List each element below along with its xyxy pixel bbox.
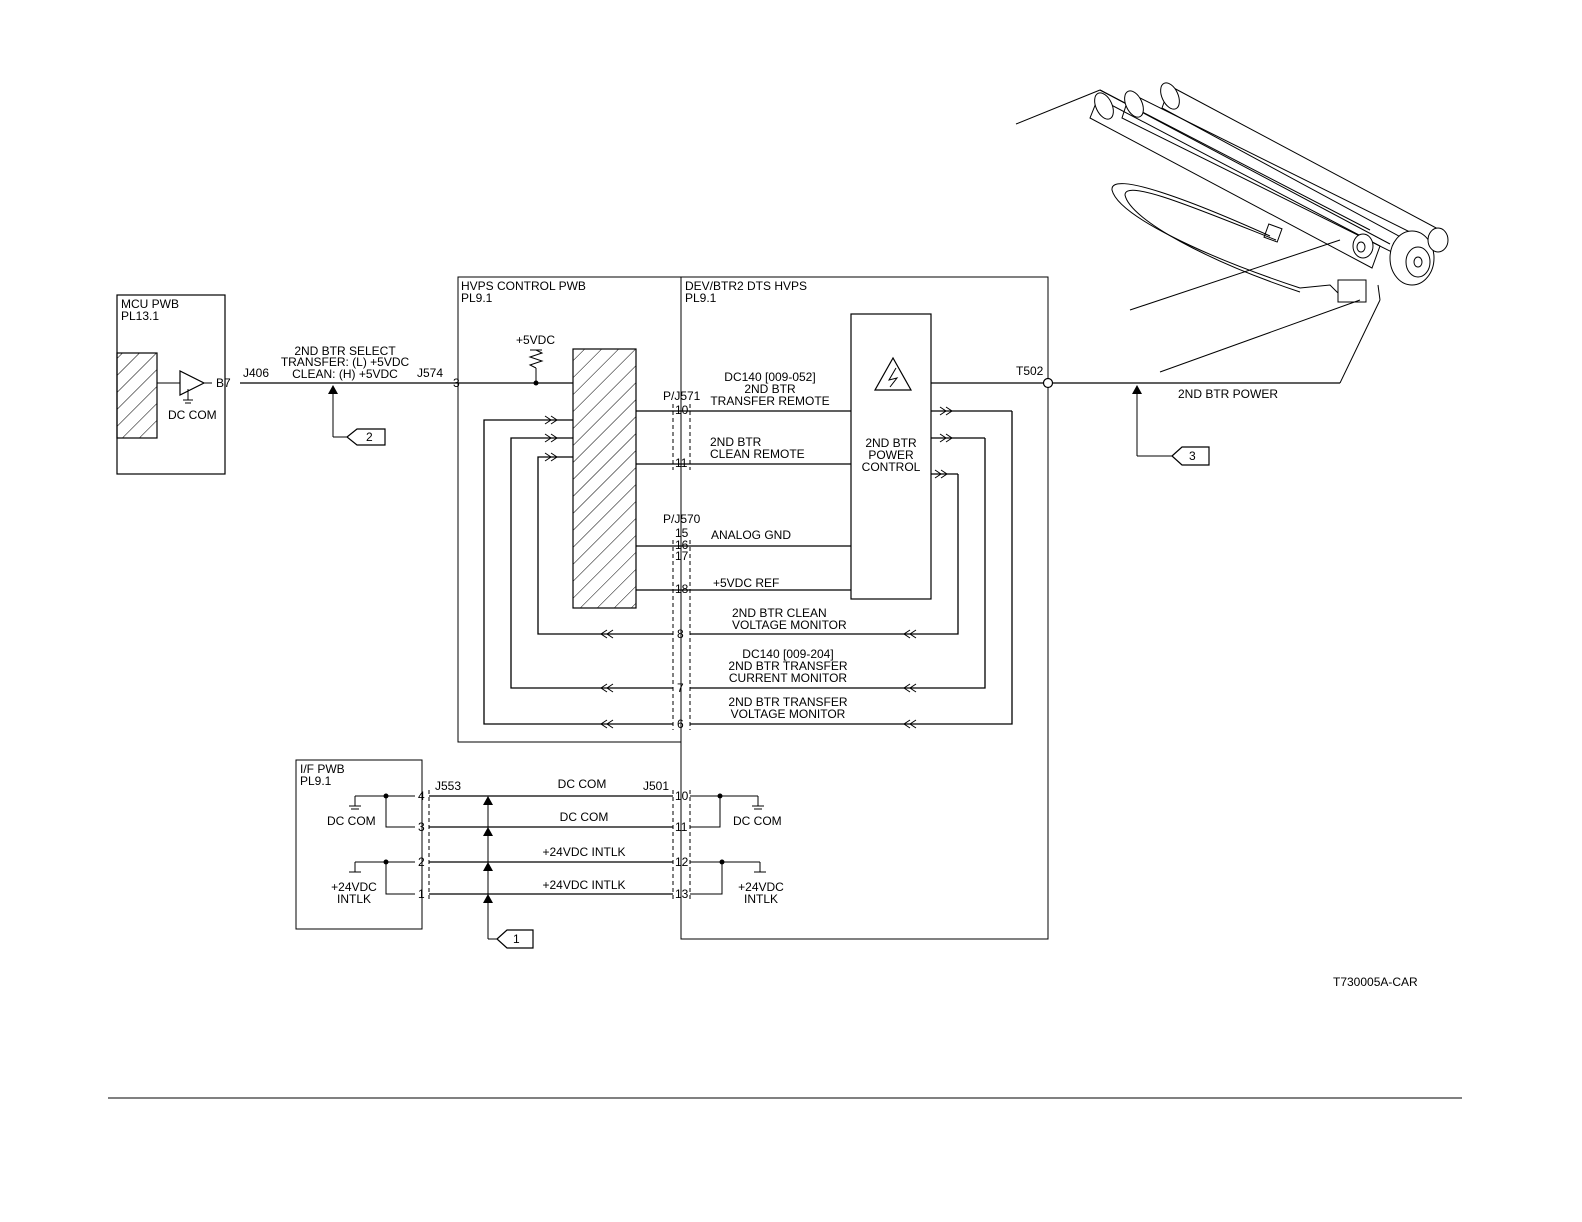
dev-pin-12: 12 [675,855,689,869]
flag-1-label: 1 [513,932,520,946]
power-control-l1: 2ND BTR [865,436,917,450]
dev-pin-13: 13 [675,887,689,901]
if-pwb-pl: PL9.1 [300,774,332,788]
if-intlk-label-1: +24VDC [331,880,377,894]
test-flag-3: 3 [1132,385,1210,466]
dev-hvps: DEV/BTR2 DTS HVPS PL9.1 2ND BTR POWER CO… [680,276,1049,940]
flag-3-label: 3 [1189,449,1196,463]
pin-7: 7 [677,681,684,695]
analog-gnd-label: ANALOG GND [711,528,791,542]
if-pin-4: 4 [418,789,425,803]
if-signal-4: +24VDC INTLK [542,878,625,892]
dev-intlk-label-2: INTLK [744,892,778,906]
remote-label-2: TRANSFER REMOTE [710,394,829,408]
pin-10: 10 [675,403,689,417]
power-control-l3: CONTROL [862,460,921,474]
clean-remote-l2: CLEAN REMOTE [710,447,805,461]
pin-15: 15 [675,526,689,540]
if-pwb: I/F PWB PL9.1 DC COM +24VDC INTLK [295,759,423,930]
conn-j553: J553 [435,779,461,793]
if-signal-1: DC COM [558,777,607,791]
conn-j501: J501 [643,779,669,793]
conn-t502: T502 [1016,364,1044,378]
dev-ground-label: DC COM [733,814,782,828]
power-control-l2: POWER [868,448,914,462]
dev-intlk-label-1: +24VDC [738,880,784,894]
dev-ground-block: DC COM +24VDC INTLK [690,793,784,906]
buffer-icon [179,370,206,396]
vcc-label: +5VDC [516,333,555,347]
dev-hvps-title: DEV/BTR2 DTS HVPS [685,279,807,293]
pin-8: 8 [677,627,684,641]
pin-18: 18 [675,582,689,596]
voltage-monitor-l2: VOLTAGE MONITOR [731,707,846,721]
chevron-icons [544,406,953,729]
current-monitor-l2: CURRENT MONITOR [729,671,848,685]
clean-monitor-l1: 2ND BTR CLEAN [732,606,827,620]
conn-pj570: P/J570 [663,512,701,526]
mcu-pwb-title: MCU PWB [121,297,179,311]
clean-remote-l1: 2ND BTR [710,435,762,449]
select-label-3: CLEAN: (H) +5VDC [292,367,398,381]
ref-label: +5VDC REF [713,576,779,590]
if-signal-3: +24VDC INTLK [542,845,625,859]
test-flag-2: 2 [328,385,386,446]
j574-pin: 3 [453,376,460,390]
btr-power-label: 2ND BTR POWER [1178,387,1278,401]
test-flag-1: 1 [483,796,534,949]
current-code: DC140 [009-204] [742,647,833,661]
current-monitor-l1: 2ND BTR TRANSFER [728,659,847,673]
select-label-2: TRANSFER: (L) +5VDC [281,355,410,369]
if-pin-1: 1 [418,887,425,901]
hvps-control-pwb: HVPS CONTROL PWB PL9.1 +5VDC [457,276,681,743]
clean-monitor-l2: VOLTAGE MONITOR [732,618,847,632]
voltage-monitor-l1: 2ND BTR TRANSFER [728,695,847,709]
if-pwb-title: I/F PWB [300,762,345,776]
mcu-pwb: MCU PWB PL13.1 DC COM B7 [116,294,231,475]
hvps-control-pl: PL9.1 [461,291,493,305]
conn-pj571: P/J571 [663,389,701,403]
remote-label-1: 2ND BTR [744,382,796,396]
arrow-up-icon [328,385,338,394]
hvps-control-title: HVPS CONTROL PWB [461,279,586,293]
if-pin-2: 2 [418,855,425,869]
pin-16: 16 [675,538,689,552]
if-signal-2: DC COM [560,810,609,824]
btr-roller-illustration [1015,82,1449,384]
pullup-resistor-icon [528,349,544,369]
figure-id: T730005A-CAR [1333,975,1418,989]
conn-j406: J406 [243,366,269,380]
pin-11: 11 [675,456,688,470]
if-ground-label: DC COM [327,814,376,828]
mcu-pwb-pl: PL13.1 [121,309,159,323]
hvps-hatched-block [572,348,637,609]
mcu-hatched-block [116,352,158,439]
if-intlk-label-2: INTLK [337,892,371,906]
dev-hvps-pl: PL9.1 [685,291,717,305]
pin-17: 17 [675,549,689,563]
arrow-up-icon [1132,385,1142,394]
dev-pin-10: 10 [675,789,689,803]
if-pin-3: 3 [418,820,425,834]
mcu-pin-b7: B7 [216,376,231,390]
pin-6: 6 [677,717,684,731]
mcu-ground-label: DC COM [168,408,217,422]
select-label-1: 2ND BTR SELECT [294,344,396,358]
conn-j574: J574 [417,366,443,380]
dev-pin-11: 11 [675,820,688,834]
remote-code: DC140 [009-052] [724,370,815,384]
flag-2-label: 2 [366,430,373,444]
terminal-t502-icon [1042,377,1054,389]
